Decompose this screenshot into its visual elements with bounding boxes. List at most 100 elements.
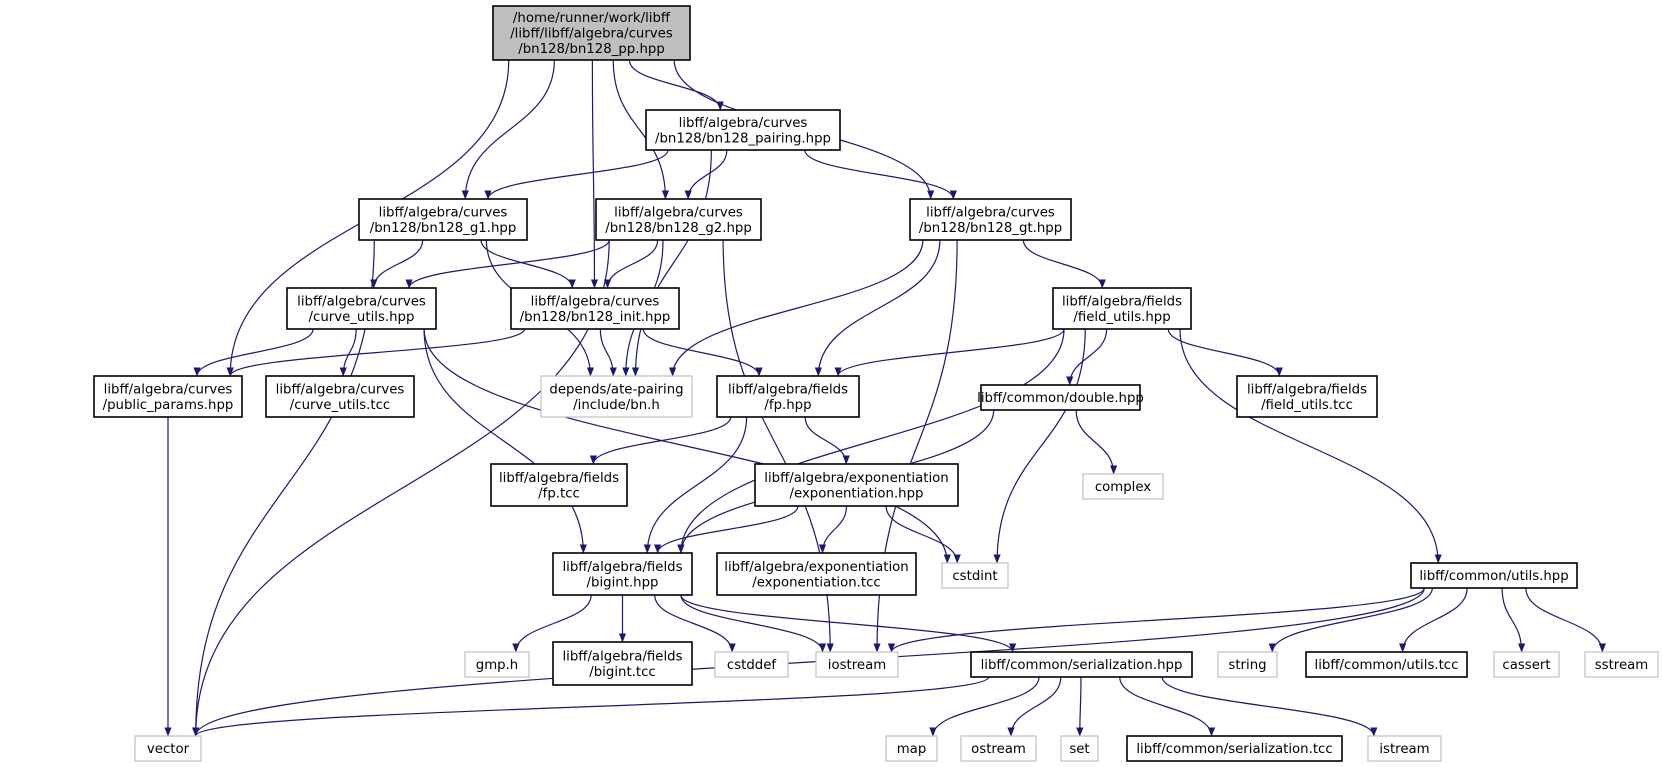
node-label-line: /include/bn.h	[573, 398, 660, 413]
node-sstream: sstream	[1584, 651, 1659, 678]
node-pairing[interactable]: libff/algebra/curves/bn128/bn128_pairing…	[645, 109, 841, 151]
edge-gt-to-fp	[814, 239, 941, 377]
node-label-line: iostream	[828, 658, 886, 673]
node-init[interactable]: libff/algebra/curves/bn128/bn128_init.hp…	[510, 287, 680, 330]
edge-utils-to-iostream	[887, 587, 1425, 653]
node-box	[134, 735, 202, 762]
node-map: map	[885, 735, 938, 762]
edge-root-to-init	[590, 59, 599, 289]
node-label-line: libff/algebra/fields	[499, 471, 619, 486]
node-exponentiation-tcc[interactable]: libff/algebra/exponentiation/exponentiat…	[716, 552, 917, 596]
edge-bigint-to-cstddef	[654, 594, 736, 653]
node-label-line: /bn128/bn128_pp.hpp	[518, 42, 665, 57]
edge-serialization-to-serialization_tcc	[1119, 676, 1216, 737]
node-label-line: string	[1228, 658, 1266, 673]
node-box	[716, 552, 917, 596]
edge-pairing-to-g2	[684, 149, 728, 200]
edge-root-to-g2	[612, 59, 670, 200]
edge-field_utils-to-bigint	[677, 328, 1065, 554]
edge-field_utils-to-fp	[834, 328, 1065, 377]
node-field-utils[interactable]: libff/algebra/fields/field_utils.hpp	[1052, 287, 1192, 330]
node-box	[1493, 651, 1560, 678]
node-bigint[interactable]: libff/algebra/fields/bigint.hpp	[552, 552, 693, 596]
edge-gt-to-bn_h	[669, 239, 924, 377]
edge-curve_utils-to-cstdint	[423, 328, 951, 564]
node-box	[464, 651, 530, 678]
edge-serialization-to-vector	[192, 676, 990, 737]
node-box	[595, 198, 762, 241]
node-label-line: libff/common/utils.tcc	[1315, 658, 1459, 673]
node-public-params[interactable]: libff/algebra/curves/public_params.hpp	[93, 375, 243, 418]
node-box	[716, 375, 860, 418]
node-curve-utils-tcc[interactable]: libff/algebra/curves/curve_utils.tcc	[265, 375, 415, 418]
node-exponentiation[interactable]: libff/algebra/exponentiation/exponentiat…	[754, 463, 959, 507]
node-field-utils-tcc[interactable]: libff/algebra/fields/field_utils.tcc	[1236, 375, 1378, 418]
node-box	[540, 375, 693, 418]
edge-g1-to-vector	[192, 239, 375, 737]
edge-utils-to-string	[1268, 587, 1433, 653]
node-box	[510, 287, 680, 330]
node-box	[552, 552, 693, 596]
node-box	[714, 651, 789, 678]
node-box	[1584, 651, 1659, 678]
node-box	[1052, 287, 1192, 330]
node-bigint-tcc[interactable]: libff/algebra/fields/bigint.tcc	[552, 641, 693, 686]
node-gt[interactable]: libff/algebra/curves/bn128/bn128_gt.hpp	[909, 198, 1072, 241]
edge-double-to-complex	[1075, 409, 1118, 475]
node-cstddef: cstddef	[714, 651, 789, 678]
node-utils-tcc[interactable]: libff/common/utils.tcc	[1305, 651, 1468, 678]
node-cassert: cassert	[1493, 651, 1560, 678]
node-label-line: cstddef	[727, 658, 777, 673]
node-box	[960, 735, 1037, 762]
node-serialization[interactable]: libff/common/serialization.hpp	[970, 651, 1193, 678]
node-box	[93, 375, 243, 418]
edge-fp-to-bigint	[643, 416, 748, 554]
node-fp-tcc[interactable]: libff/algebra/fields/fp.tcc	[490, 463, 628, 507]
node-label-line: sstream	[1595, 658, 1649, 673]
edge-field_utils-to-field_utils_tcc	[1167, 328, 1283, 377]
node-root[interactable]: /home/runner/work/libff/libff/libff/alge…	[492, 5, 691, 61]
edge-root-to-g1	[461, 59, 555, 200]
edge-pairing-to-gt	[804, 149, 957, 200]
node-label-line: libff/algebra/curves	[531, 294, 660, 309]
node-label-line: /bn128/bn128_g1.hpp	[370, 221, 517, 236]
node-label-line: cassert	[1502, 658, 1550, 673]
node-g1[interactable]: libff/algebra/curves/bn128/bn128_g1.hpp	[358, 198, 528, 241]
node-label-line: /bigint.tcc	[589, 665, 655, 680]
node-box	[1236, 375, 1378, 418]
node-label-line: libff/algebra/fields	[728, 382, 848, 397]
node-label-line: /fp.tcc	[538, 486, 580, 501]
edge-curve_utils-to-public_params	[193, 328, 314, 377]
node-box	[941, 562, 1009, 589]
node-box	[358, 198, 528, 241]
node-box	[754, 463, 959, 507]
node-label-line: /bn128/bn128_g2.hpp	[605, 221, 752, 236]
edge-utils-to-sstream	[1525, 587, 1606, 653]
node-label-line: vector	[147, 742, 190, 757]
node-box	[552, 641, 693, 686]
node-label-line: /bn128/bn128_pairing.hpp	[655, 131, 831, 146]
node-label-line: set	[1069, 742, 1089, 757]
node-label-line: libff/common/serialization.hpp	[981, 658, 1183, 673]
node-label-line: libff/common/utils.hpp	[1419, 569, 1568, 584]
node-box	[645, 109, 841, 151]
edge-g2-to-init	[603, 239, 659, 289]
node-box	[815, 651, 899, 678]
node-label-line: libff/algebra/fields	[1247, 382, 1367, 397]
node-g2[interactable]: libff/algebra/curves/bn128/bn128_g2.hpp	[595, 198, 762, 241]
node-label-line: /bigint.hpp	[587, 575, 659, 590]
node-ostream: ostream	[960, 735, 1037, 762]
node-label-line: /curve_utils.tcc	[290, 398, 390, 413]
node-fp[interactable]: libff/algebra/fields/fp.hpp	[716, 375, 860, 418]
node-label-line: /bn128/bn128_init.hpp	[520, 310, 671, 325]
node-serialization-tcc[interactable]: libff/common/serialization.tcc	[1126, 735, 1343, 762]
node-label-line: libff/algebra/curves	[104, 382, 233, 397]
node-label-line: /field_utils.tcc	[1261, 398, 1353, 413]
node-utils[interactable]: libff/common/utils.hpp	[1410, 562, 1578, 589]
edge-init-to-fp	[642, 328, 763, 377]
edge-bigint-to-iostream	[680, 594, 827, 653]
node-label-line: libff/algebra/curves	[926, 205, 1055, 220]
node-curve-utils[interactable]: libff/algebra/curves/curve_utils.hpp	[286, 287, 437, 330]
node-double[interactable]: libff/common/double.hpp	[977, 384, 1144, 411]
